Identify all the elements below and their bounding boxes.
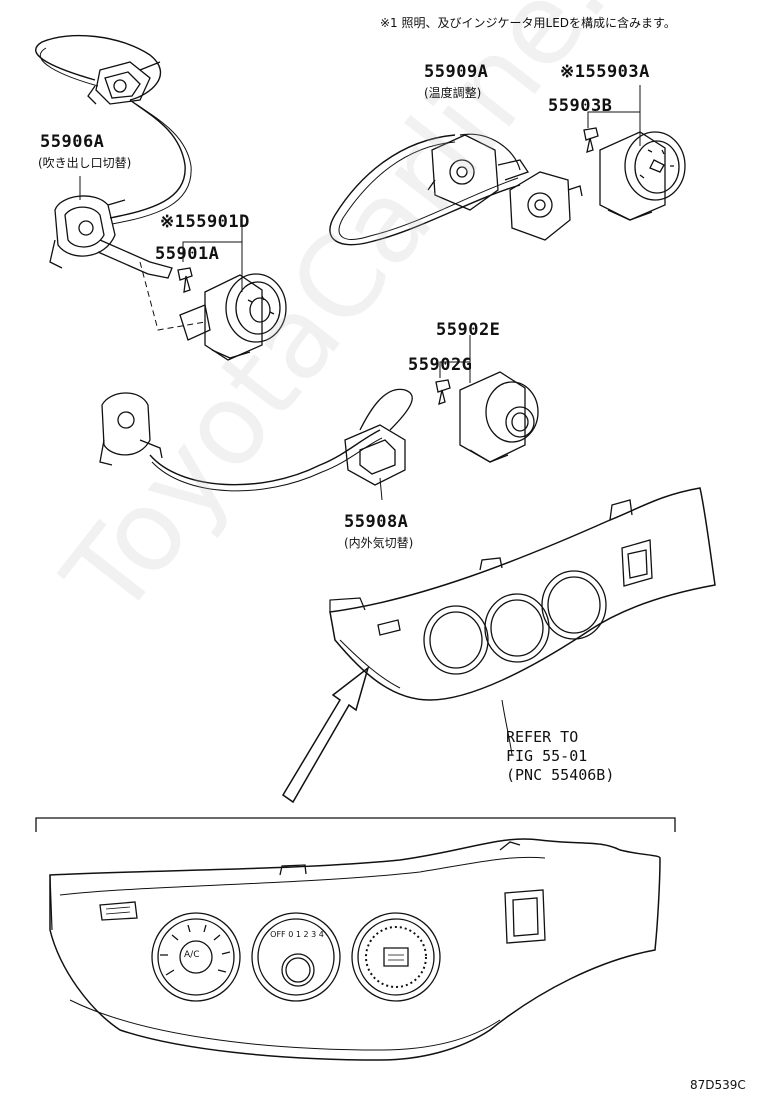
screw-55902g [435, 379, 451, 405]
screw-55903b [583, 127, 599, 153]
temp-cable-clip-left [427, 134, 530, 211]
recirculation-knob-55902e [459, 371, 539, 463]
fan-speed-marks: OFF 0 1 2 3 4 [270, 930, 324, 939]
part-number-55903a[interactable]: ※155903A [560, 62, 650, 82]
temperature-knob-55903a [599, 131, 686, 221]
diagram-code: 87D539C [690, 1078, 746, 1092]
mode-knob-55901a [179, 273, 287, 361]
part-number-55908a[interactable]: 55908A [344, 512, 409, 532]
reference-line-1: REFER TO [506, 728, 579, 746]
reference-line-3: (PNC 55406B) [506, 766, 615, 784]
part-desc-55906a: (吹き出し口切替) [38, 156, 132, 170]
mode-control-cable [35, 34, 192, 225]
view-bracket [35, 817, 676, 832]
ac-label: A/C [184, 950, 200, 960]
part-number-55901a[interactable]: 55901A [155, 244, 220, 264]
fan-knob-assembled [251, 912, 341, 1002]
part-desc-55908a: (内外気切替) [344, 536, 414, 550]
part-number-55901d[interactable]: ※155901D [160, 212, 250, 232]
screw-55901a [177, 267, 193, 293]
center-cluster-panel-top [329, 487, 716, 701]
center-cluster-panel-assembled [49, 838, 661, 1061]
header-note: ※1 照明、及びインジケータ用LEDを構成に含みます。 [380, 16, 676, 30]
mode-cable-upper-clip [87, 61, 161, 105]
reference-line-2: FIG 55-01 [506, 747, 588, 765]
mode-knob-assembled [151, 912, 241, 1002]
part-desc-55909a: (温度調整) [424, 86, 482, 100]
mode-cable-lower-clip [49, 195, 173, 279]
assembly-arrow [281, 666, 370, 804]
part-number-55902e[interactable]: 55902E [436, 320, 501, 340]
part-number-55902g[interactable]: 55902G [408, 355, 473, 375]
part-number-55909a[interactable]: 55909A [424, 62, 489, 82]
temp-cable-clip-right [509, 171, 583, 241]
recirc-cable-clip-left [99, 392, 163, 466]
part-number-55906a[interactable]: 55906A [40, 132, 105, 152]
temperature-control-cable [329, 133, 521, 246]
recirc-cable-clip-right [344, 424, 406, 501]
reference-note[interactable]: REFER TO FIG 55-01 (PNC 55406B) [506, 728, 614, 785]
part-number-55903b[interactable]: 55903B [548, 96, 613, 116]
temperature-knob-assembled [351, 912, 441, 1002]
recirculation-control-cable [149, 388, 413, 492]
